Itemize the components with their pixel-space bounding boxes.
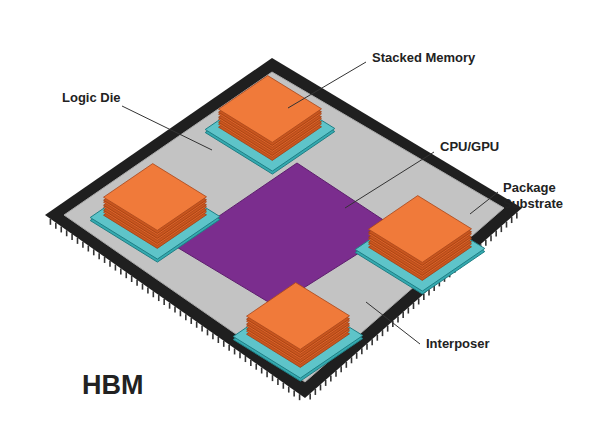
callout-label: Interposer xyxy=(426,336,490,352)
cpu-gpu-die xyxy=(175,163,397,306)
pin xyxy=(98,253,100,259)
pin xyxy=(60,226,62,232)
pin xyxy=(109,261,111,267)
pin xyxy=(104,257,106,263)
pin xyxy=(136,280,138,286)
pin xyxy=(309,393,311,399)
pin xyxy=(169,303,171,309)
memory-layer xyxy=(104,164,207,231)
pin xyxy=(77,238,79,244)
pin xyxy=(495,231,497,237)
pin xyxy=(228,345,230,351)
pin xyxy=(147,287,149,293)
pin xyxy=(153,291,155,297)
pin xyxy=(335,371,337,377)
pin xyxy=(293,390,295,396)
pin xyxy=(50,219,52,225)
pin xyxy=(142,284,144,290)
pin xyxy=(490,235,492,241)
pin xyxy=(361,348,363,354)
pin xyxy=(377,335,379,341)
pin xyxy=(330,375,332,381)
pin xyxy=(506,222,508,228)
pin xyxy=(207,329,209,335)
callout-label: Stacked Memory xyxy=(372,50,475,66)
pin xyxy=(82,242,84,248)
pin xyxy=(346,362,348,368)
pin xyxy=(131,276,133,282)
pin xyxy=(201,326,203,332)
pin xyxy=(196,322,198,328)
pin xyxy=(288,387,290,393)
pin xyxy=(356,353,358,359)
pin xyxy=(511,217,513,223)
pin xyxy=(351,357,353,363)
pin xyxy=(272,375,274,381)
pin xyxy=(234,348,236,354)
pin xyxy=(315,389,317,395)
memory-layer xyxy=(219,76,322,143)
interposer xyxy=(64,72,504,382)
pin xyxy=(516,213,518,219)
pin xyxy=(115,265,117,271)
pin xyxy=(66,230,68,236)
pin xyxy=(218,337,220,343)
memory-layer xyxy=(369,196,472,263)
memory-stacks xyxy=(90,76,485,382)
pin xyxy=(185,314,187,320)
pin xyxy=(266,371,268,377)
diagram-title: HBM xyxy=(82,370,144,401)
pin xyxy=(55,223,57,229)
pin xyxy=(190,318,192,324)
callout-label: Package Substrate xyxy=(503,180,583,211)
pin xyxy=(174,307,176,313)
leader-lines xyxy=(122,62,498,344)
pin xyxy=(418,298,420,304)
pin xyxy=(125,272,127,278)
pin xyxy=(250,360,252,366)
pin xyxy=(223,341,225,347)
pin xyxy=(320,384,322,390)
pin xyxy=(180,310,182,316)
pin xyxy=(402,312,404,318)
pin xyxy=(261,368,263,374)
memory-layer xyxy=(247,283,350,350)
pin xyxy=(255,364,257,370)
pin xyxy=(245,356,247,362)
pin xyxy=(71,234,73,240)
pin xyxy=(387,326,389,332)
package-substrate xyxy=(45,58,522,398)
pin xyxy=(212,333,214,339)
pin xyxy=(325,380,327,386)
callout-label: CPU/GPU xyxy=(440,139,499,155)
pin xyxy=(277,379,279,385)
pin xyxy=(283,383,285,389)
pin xyxy=(340,366,342,372)
pin xyxy=(366,344,368,350)
pin xyxy=(120,268,122,274)
pin xyxy=(371,339,373,345)
pin xyxy=(299,394,301,400)
callout-label: Logic Die xyxy=(62,90,121,106)
pin xyxy=(382,330,384,336)
pin xyxy=(423,294,425,300)
pin xyxy=(93,249,95,255)
pin xyxy=(397,317,399,323)
pin xyxy=(88,246,90,252)
pin xyxy=(239,352,241,358)
pin xyxy=(501,226,503,232)
pin xyxy=(163,299,165,305)
pin xyxy=(158,295,160,301)
pin xyxy=(408,308,410,314)
pin xyxy=(413,303,415,309)
pin xyxy=(485,240,487,246)
